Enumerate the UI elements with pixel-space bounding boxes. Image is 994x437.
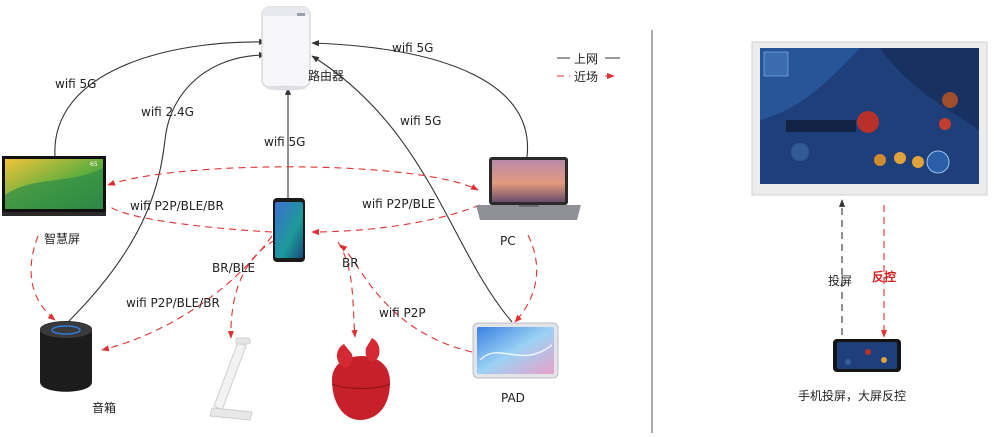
phone-icon (273, 198, 305, 262)
large-screen-display (752, 42, 987, 195)
link-tv-speaker (31, 236, 55, 320)
link-phone-lamp (231, 240, 275, 338)
pc-icon (476, 157, 581, 220)
label-pad-router: wifi 5G (400, 114, 441, 128)
pad-label: PAD (501, 391, 525, 405)
smart-screen-icon: 65 (2, 156, 106, 216)
legend: 上网 近场 (557, 50, 620, 84)
legend-nearfield-label: 近场 (574, 70, 598, 84)
desk-lamp-icon (210, 338, 252, 420)
label-phone-earbuds: BR (342, 256, 359, 270)
label-phone-speaker: wifi P2P/BLE/BR (126, 296, 220, 310)
label-tv-router: wifi 5G (55, 77, 96, 91)
label-speaker-router: wifi 2.4G (141, 105, 194, 119)
link-pad-router (312, 56, 512, 322)
pc-label: PC (500, 234, 516, 248)
router-icon (262, 7, 310, 91)
label-phone-router: wifi 5G (264, 135, 305, 149)
link-pc-router (312, 43, 528, 157)
label-phone-lamp: BR/BLE (212, 261, 255, 275)
router-label: 路由器 (308, 68, 344, 83)
cast-label: 投屏 (828, 273, 852, 288)
smart-screen-label: 智慧屏 (44, 231, 80, 246)
label-phone-tv: wifi P2P/BLE/BR (130, 199, 224, 213)
link-phone-speaker (102, 236, 272, 350)
link-pad-phone (340, 245, 472, 352)
label-phone-pc: wifi P2P/BLE (362, 197, 435, 211)
svg-text:65: 65 (90, 161, 98, 168)
speaker-label: 音箱 (92, 400, 116, 415)
speaker-icon (40, 321, 92, 392)
pad-icon (473, 323, 558, 378)
link-phone-tv (108, 167, 478, 190)
label-pc-router: wifi 5G (392, 41, 433, 55)
control-label: 反控 (872, 269, 896, 284)
legend-internet-label: 上网 (574, 52, 598, 66)
label-pad-phone: wifi P2P (379, 306, 426, 320)
earbuds-icon (332, 338, 390, 420)
landscape-phone-icon (833, 339, 901, 372)
link-pc-pad (515, 235, 537, 322)
right-caption: 手机投屏，大屏反控 (798, 388, 906, 403)
